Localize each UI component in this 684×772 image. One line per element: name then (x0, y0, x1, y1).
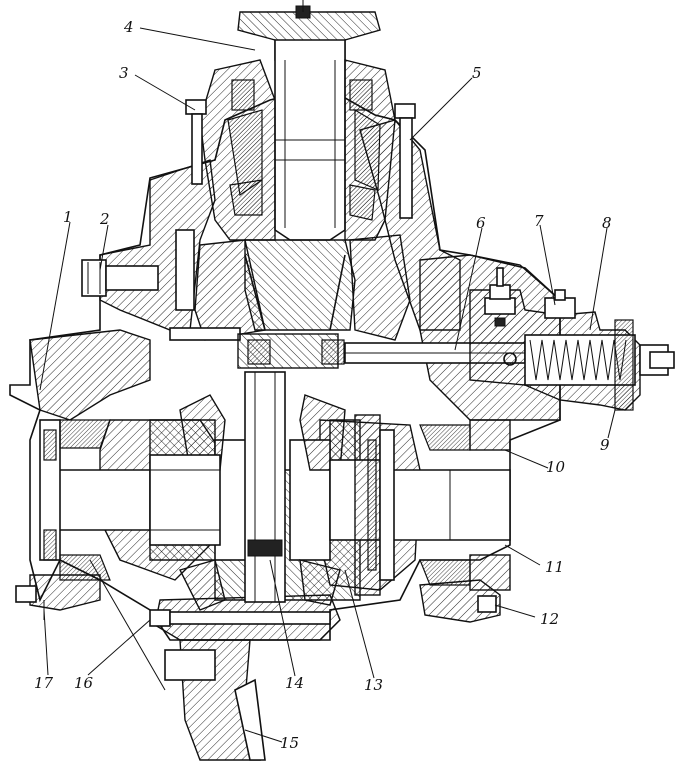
callout-11: 11 (545, 558, 564, 576)
side-bearing-right (419, 419, 511, 591)
adjusting-nut-left (15, 574, 101, 620)
input-shaft (274, 39, 346, 241)
callout-1: 1 (63, 208, 73, 226)
callout-16: 16 (74, 674, 94, 692)
bolt-5 (394, 103, 416, 219)
breather-valve (484, 267, 516, 327)
callout-5: 5 (472, 64, 482, 82)
actuator-assembly (469, 267, 675, 411)
callout-17: 17 (34, 674, 54, 692)
upper-bearing-cage (199, 59, 396, 241)
return-spring (529, 339, 627, 381)
bolt-3 (185, 99, 207, 185)
callout-7: 7 (534, 212, 544, 230)
adjusting-nut-right (419, 579, 501, 623)
bottom-bolt (149, 609, 331, 627)
callout-13: 13 (364, 676, 383, 694)
callout-14: 14 (285, 674, 304, 692)
callout-labels: 4 3 5 1 2 6 7 8 9 10 11 12 13 14 15 16 1… (34, 18, 612, 752)
lock-coupling (354, 414, 395, 596)
callout-6: 6 (476, 214, 486, 232)
callout-3: 3 (119, 64, 129, 82)
axle-shaft-left (54, 454, 221, 546)
callout-10: 10 (546, 458, 566, 476)
leader-lines (39, 27, 616, 743)
stud (175, 229, 195, 311)
cross-pin (244, 371, 286, 603)
callout-2: 2 (99, 210, 110, 228)
callout-8: 8 (602, 214, 612, 232)
callout-4: 4 (123, 18, 134, 36)
bolt-2 (81, 259, 159, 297)
callout-12: 12 (540, 610, 559, 628)
callout-9: 9 (600, 436, 610, 454)
spider-gears (178, 394, 346, 611)
housing-web-right (349, 234, 411, 341)
mounting-bracket (164, 639, 266, 761)
callout-15: 15 (280, 734, 299, 752)
